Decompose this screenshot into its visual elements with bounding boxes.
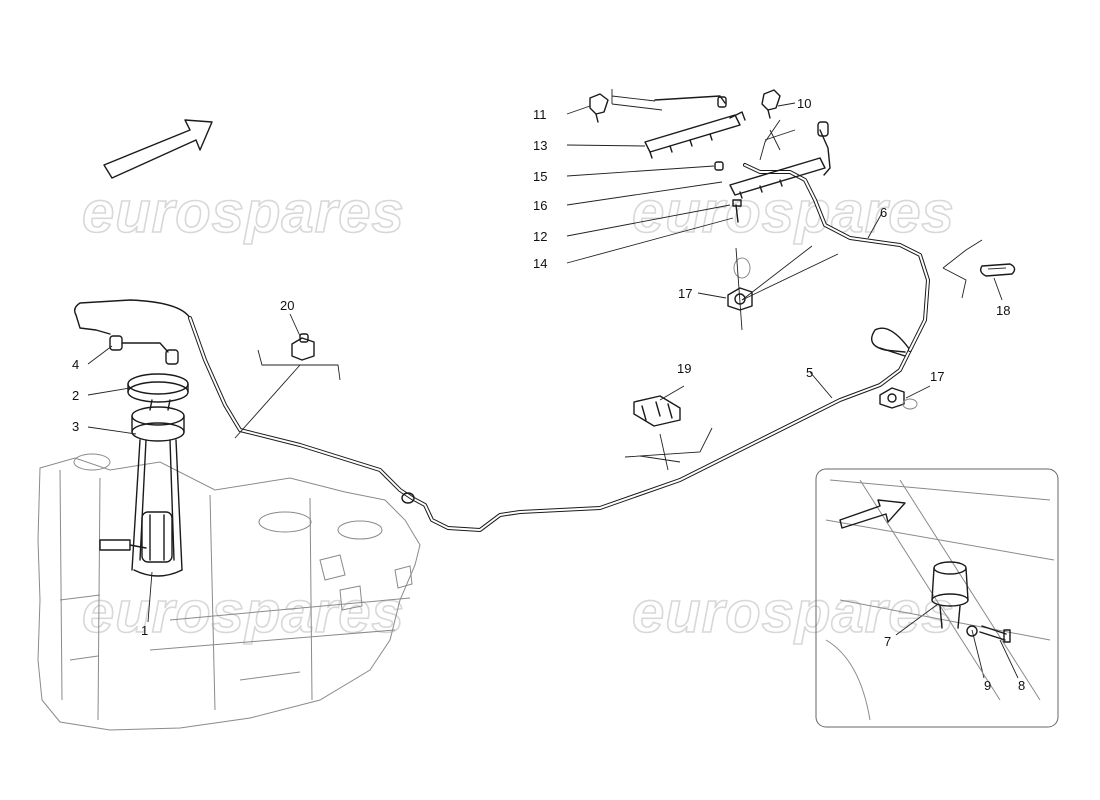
watermark-bottom-left: eurospares — [82, 580, 405, 645]
connector-4 — [73, 299, 191, 365]
callout-14: 14 — [533, 256, 547, 271]
callout-13: 13 — [533, 138, 547, 153]
callout-labels: 1 2 3 4 5 6 7 8 9 10 11 12 13 14 15 16 1… — [72, 96, 1025, 693]
leader-lines — [87, 89, 1019, 679]
clip-19 — [633, 395, 681, 427]
callout-8: 8 — [1018, 678, 1025, 693]
callout-2: 2 — [72, 388, 79, 403]
callout-16: 16 — [533, 198, 547, 213]
fuel-pump-assembly — [99, 373, 189, 577]
callout-19: 19 — [677, 361, 691, 376]
callout-7: 7 — [884, 634, 891, 649]
direction-arrow-icon — [103, 119, 213, 179]
watermark-top-left: eurospares — [82, 180, 405, 245]
fuel-tank — [37, 453, 421, 731]
fuel-line-6 — [743, 163, 930, 352]
callout-12: 12 — [533, 229, 547, 244]
watermarks: eurospares eurospares eurospares eurospa… — [81, 179, 955, 646]
small-parts — [714, 161, 742, 223]
callout-9: 9 — [984, 678, 991, 693]
line-loop — [871, 327, 911, 357]
callout-3: 3 — [72, 419, 79, 434]
clip-10 — [761, 89, 781, 119]
fuel-rail — [644, 95, 831, 199]
callout-20: 20 — [280, 298, 294, 313]
callout-11: 11 — [533, 107, 547, 122]
clip-11 — [589, 93, 609, 123]
inset-detail — [815, 468, 1059, 728]
callout-10: 10 — [797, 96, 811, 111]
fuel-line-5 — [188, 316, 912, 532]
callout-15: 15 — [533, 169, 547, 184]
callout-17-lower: 17 — [930, 369, 944, 384]
clip-17-lower — [879, 387, 918, 410]
callout-6: 6 — [880, 205, 887, 220]
callout-18: 18 — [996, 303, 1010, 318]
callout-17-upper: 17 — [678, 286, 692, 301]
callout-4: 4 — [72, 357, 79, 372]
clip-20 — [291, 333, 315, 361]
callout-1: 1 — [141, 623, 148, 638]
watermark-top-right: eurospares — [632, 180, 955, 245]
callout-5: 5 — [806, 365, 813, 380]
watermark-bottom-right: eurospares — [632, 580, 955, 645]
part-18 — [979, 263, 1016, 277]
